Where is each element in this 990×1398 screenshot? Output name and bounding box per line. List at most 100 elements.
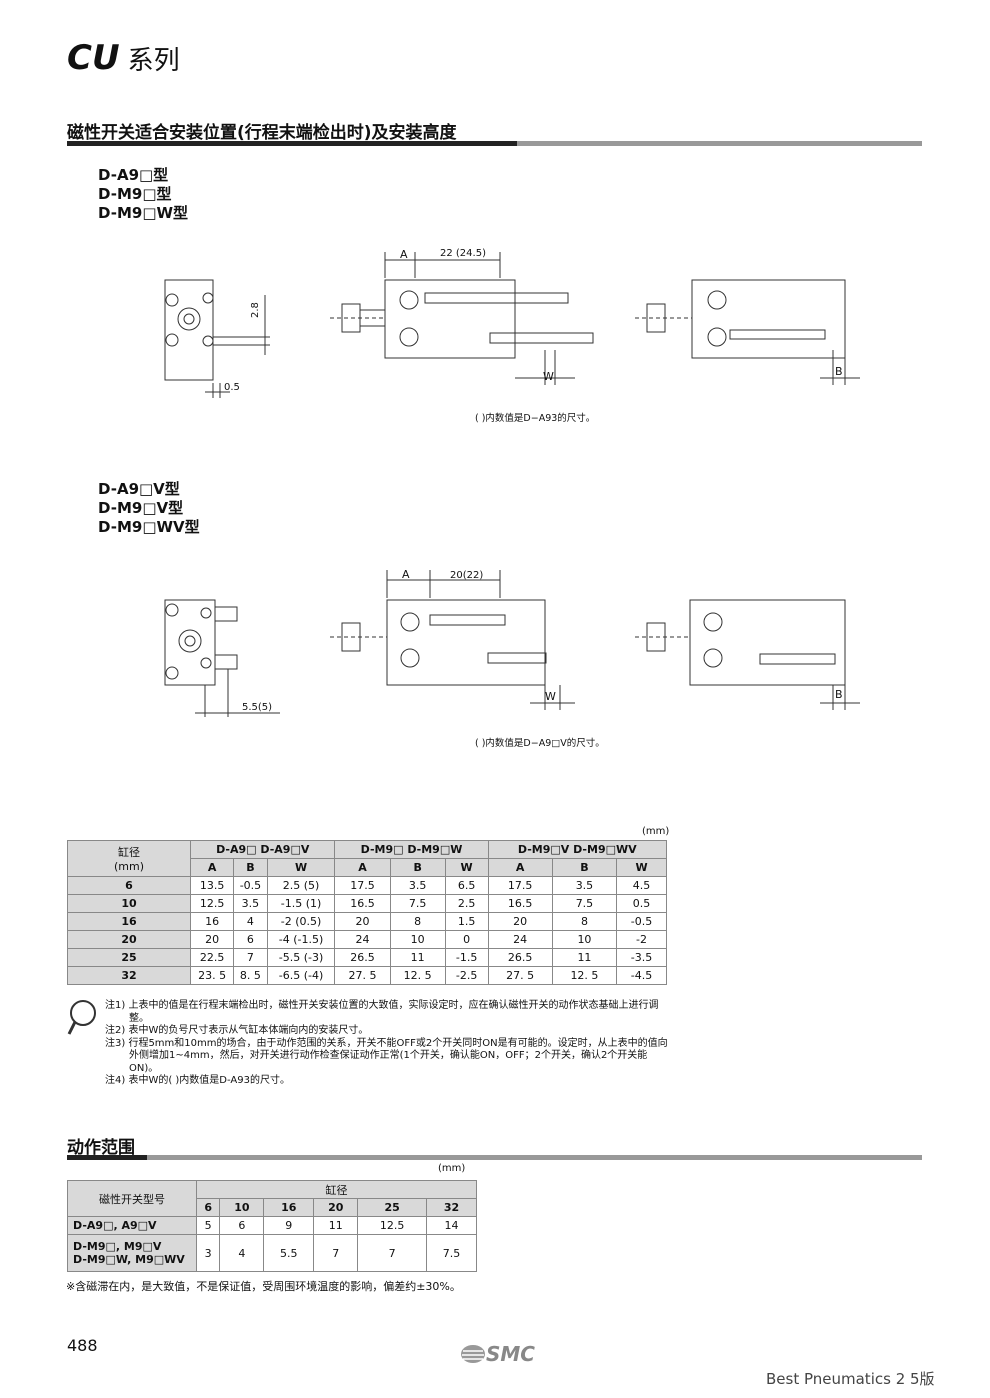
value-cell: 11 <box>551 948 618 967</box>
value-cell: 26.5 <box>487 948 553 967</box>
bore-col: 20 <box>313 1198 359 1217</box>
value-cell: 8 <box>551 912 618 931</box>
model-m9w: D-M9□W型 <box>98 204 189 222</box>
value-cell: 4.5 <box>616 876 667 895</box>
value-cell: 3.5 <box>233 894 268 913</box>
dim-span-b: 20(22) <box>450 570 483 581</box>
value-cell: 3.5 <box>389 876 446 895</box>
value-cell: 20 <box>487 912 553 931</box>
sub-header: B <box>389 858 446 877</box>
value-cell: 27. 5 <box>334 966 391 985</box>
value-cell: 7.5 <box>551 894 618 913</box>
note-2: 注2) 表中W的负号尺寸表示从气缸本体端向内的安装尺寸。 <box>105 1025 369 1036</box>
note-1: 注1) 上表中的值是在行程末端检出时，磁性开关安装位置的大致值，实际设定时，应在… <box>105 1000 659 1024</box>
group-header-2: D-M9□V D-M9□WV <box>487 840 668 859</box>
sub-header: W <box>444 858 489 877</box>
value-cell: 2.5 (5) <box>266 876 336 895</box>
value-cell: 24 <box>487 930 553 949</box>
value-cell: 10 <box>551 930 618 949</box>
value-cell: -4.5 <box>616 966 667 985</box>
value-cell: 10 <box>389 930 446 949</box>
value-cell: -1.5 <box>444 948 489 967</box>
section-rule <box>517 141 922 146</box>
value-cell: -2 (0.5) <box>266 912 336 931</box>
note-b: ( )内数值是D−A9□V的尺寸。 <box>475 738 605 749</box>
bore-col: 32 <box>426 1198 477 1217</box>
sub-header: A <box>487 858 553 877</box>
dim-w-b: W <box>545 690 556 703</box>
side-view-b2 <box>635 599 860 710</box>
dim-a-b: A <box>402 568 410 581</box>
value-cell: 3.5 <box>551 876 618 895</box>
dim-span: 22 (24.5) <box>440 248 486 259</box>
value-cell: 17.5 <box>487 876 553 895</box>
bore-col: 25 <box>357 1198 428 1217</box>
magnifier-icon <box>67 1000 96 1035</box>
value-cell: -3.5 <box>616 948 667 967</box>
side-view-a1 <box>330 252 594 385</box>
model-m9: D-M9□型 <box>98 185 172 203</box>
side-view-a2 <box>635 279 860 385</box>
section2-rule <box>147 1155 922 1160</box>
value-cell: 17.5 <box>334 876 391 895</box>
sub-header: A <box>189 858 235 877</box>
dim-b-b: B <box>835 688 843 701</box>
smc-logo-icon <box>461 1345 485 1363</box>
value-cell: -0.5 <box>233 876 268 895</box>
bore-col: 6 <box>195 1198 221 1217</box>
note-4: 注4) 表中W的( )内数值是D-A93的尺寸。 <box>105 1075 290 1086</box>
model-list-b: D-A9□V型 D-M9□V型 D-M9□WV型 <box>98 480 200 537</box>
sub-header: B <box>551 858 618 877</box>
bore-cell: 16 <box>67 912 191 931</box>
sub-header: W <box>266 858 336 877</box>
value-cell: 7 <box>233 948 268 967</box>
bore-cell: 25 <box>67 948 191 967</box>
range-table: 磁性开关型号 缸径 6 10 16 20 25 32 D-A9□, A9□V 5… <box>67 1180 477 1272</box>
group-header-0: D-A9□ D-A9□V <box>189 840 336 859</box>
value-cell: -4 (-1.5) <box>266 930 336 949</box>
value-cell: 0 <box>444 930 489 949</box>
dim-a: A <box>400 248 408 261</box>
bore-cell: 6 <box>67 876 191 895</box>
section-title-range: 动作范围 <box>67 1138 135 1158</box>
value-cell: -2 <box>616 930 667 949</box>
end-view-a <box>164 279 270 398</box>
table2-unit: (mm) <box>438 1163 466 1174</box>
value-cell: -1.5 (1) <box>266 894 336 913</box>
end-view-b <box>164 599 280 717</box>
table1-notes: 注1) 上表中的值是在行程末端检出时，磁性开关安装位置的大致值，实际设定时，应在… <box>105 1000 670 1088</box>
sub-header: B <box>233 858 268 877</box>
value-cell: 8. 5 <box>233 966 268 985</box>
series-code: CU <box>67 38 120 78</box>
value-cell: 22.5 <box>189 948 235 967</box>
dim-offset: 0.5 <box>224 382 240 393</box>
value-cell: 6 <box>233 930 268 949</box>
model-m9wv: D-M9□WV型 <box>98 518 200 536</box>
value-cell: 2.5 <box>444 894 489 913</box>
section-title-mounting: 磁性开关适合安装位置(行程末端检出时)及安装高度 <box>67 123 457 143</box>
range-footnote: ※含磁滞在内，是大致值，不是保证值，受周围环境温度的影响，偏差约±30%。 <box>66 1280 461 1293</box>
model-a9: D-A9□型 <box>98 166 169 184</box>
value-cell: 11 <box>389 948 446 967</box>
value-cell: -6.5 (-4) <box>266 966 336 985</box>
value-cell: 7.5 <box>389 894 446 913</box>
dim-b: B <box>835 365 843 378</box>
value-cell: 16 <box>189 912 235 931</box>
value-cell: 1.5 <box>444 912 489 931</box>
bore-header-2: 缸径 <box>196 1180 477 1199</box>
dim-offset-b: 5.5(5) <box>242 702 272 713</box>
value-cell: 27. 5 <box>487 966 553 985</box>
footer-tagline: Best Pneumatics 2 5版 <box>766 1370 935 1388</box>
mounting-drawing-a: 2.8 0.5 A 22 (24.5) W B <box>164 248 860 398</box>
section-rule-dark <box>67 141 517 146</box>
value-cell: 0.5 <box>616 894 667 913</box>
value-cell: 24 <box>334 930 391 949</box>
smc-logo: SMC <box>460 1342 535 1366</box>
bore-cell: 10 <box>67 894 191 913</box>
value-cell: 23. 5 <box>189 966 235 985</box>
value-cell: 20 <box>189 930 235 949</box>
side-view-b1 <box>330 570 575 710</box>
